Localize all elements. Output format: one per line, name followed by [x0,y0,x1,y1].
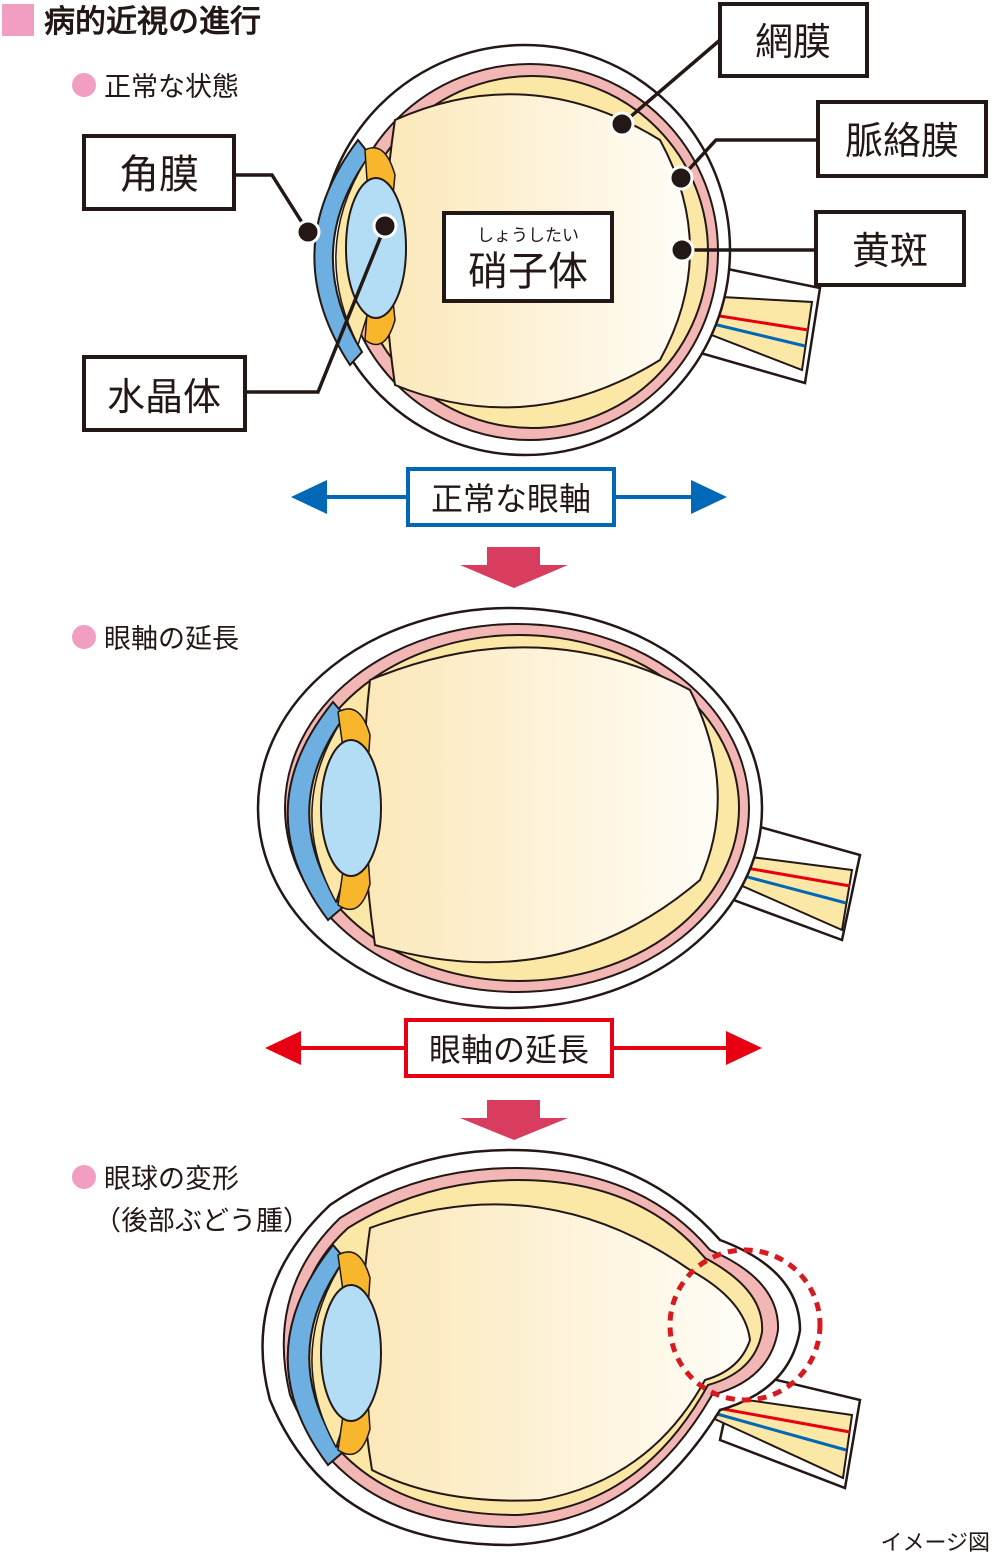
label-choroid: 脈絡膜 [845,119,959,163]
axis-label-normal: 正常な眼軸 [431,480,591,518]
label-lens: 水晶体 [107,375,221,419]
label-macula: 黄斑 [852,229,928,273]
label-cornea: 角膜 [119,152,199,198]
leader-cornea [234,173,310,233]
section-bullet [72,625,96,649]
arrowhead-right [726,1031,762,1065]
eyeball-deformed [261,1148,862,1547]
axis-arrow-extended: 眼軸の延長 [265,1018,762,1078]
staphyloma-highlight-circle [667,1247,823,1403]
arrowhead-left [291,480,327,514]
arrowhead-right [691,480,727,514]
eyeball-extended [256,606,862,1010]
leader-retina [620,38,722,126]
cornea-shape [313,138,372,367]
pointer-dot-macula [669,237,695,263]
axis-label-extended: 眼軸の延長 [429,1031,589,1069]
title-accent-square [2,4,34,36]
label-box-lens [82,355,247,432]
down-arrow [460,1100,568,1140]
section-bullet [72,73,96,97]
arrowhead-left [265,1031,301,1065]
section-label-extended: 眼軸の延長 [104,624,239,655]
label-box-choroid [816,100,988,178]
cornea-shape [286,700,347,922]
axis-label-box-normal [406,467,616,527]
section-label-deformation-sub: （後部ぶどう腫） [94,1206,310,1237]
label-box-vitreous [442,211,614,303]
cornea-shape [286,1243,347,1467]
pointer-dot-lens [372,213,398,239]
label-box-retina [718,2,869,78]
section-bullet [72,1165,96,1189]
pointer-dot-choroid [668,165,694,191]
lens-shape [320,739,382,877]
label-vitreous: 硝子体 [468,249,588,295]
pointer-dot-cornea [295,219,321,245]
leader-choroid [679,138,818,180]
lens-shape [320,1284,382,1422]
vein-line [709,1410,847,1452]
label-box-cornea [82,134,236,211]
down-arrow [460,547,568,588]
axis-label-box-extended [404,1018,614,1078]
axis-arrow-normal: 正常な眼軸 [291,467,727,527]
section-label-deformation: 眼球の変形 [104,1164,239,1195]
image-note: イメージ図 [880,1531,990,1556]
section-label-normal: 正常な状態 [104,72,239,103]
page-title: 病的近視の進行 [44,4,261,40]
label-box-macula [814,210,966,287]
leader-lens [245,225,387,394]
vitreous-body [360,1203,752,1502]
artery-line [711,1405,851,1434]
pointer-dot-retina [609,111,635,137]
label-vitreous-ruby: しょうしたい [477,226,579,246]
label-retina: 網膜 [755,20,831,64]
